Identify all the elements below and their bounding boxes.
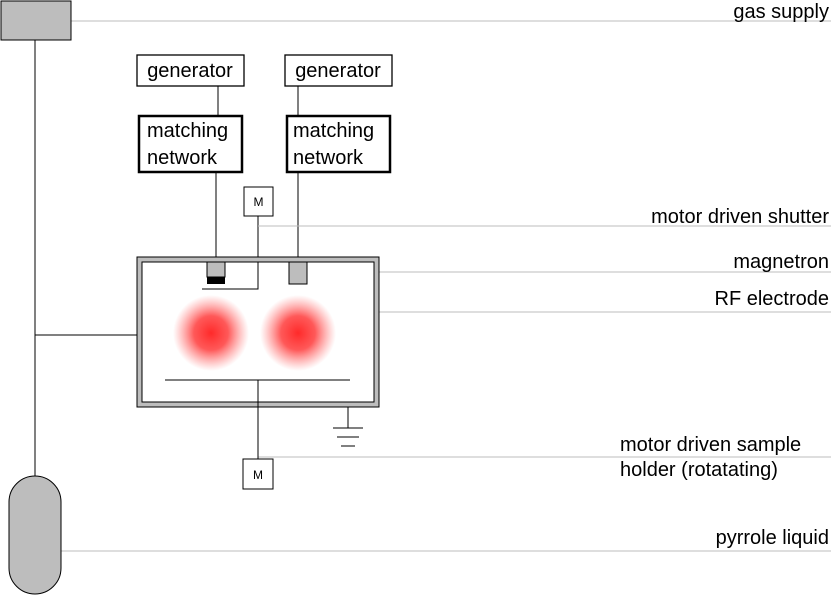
sample-motor-box [242, 458, 274, 490]
matching-left-line1: matching [147, 120, 228, 142]
magnetron-label: magnetron [733, 251, 829, 273]
matching-network-left-box [137, 114, 244, 174]
sample-holder-label-line2: holder (rotatating) [620, 459, 778, 481]
generator-left-label: generator [147, 60, 233, 82]
sample-holder-label-line1: motor driven sample [620, 434, 801, 456]
matching-left-line2: network [147, 147, 218, 169]
shutter-motor-box [243, 186, 274, 217]
gas-supply-label: gas supply [733, 1, 829, 23]
matching-network-right-box [285, 114, 392, 174]
sample-motor-label: M [253, 468, 263, 482]
shutter-arm [202, 262, 259, 290]
rf-electrode-label: RF electrode [715, 288, 830, 310]
generator-left-box [136, 54, 245, 87]
matching-right-line2: network [293, 147, 364, 169]
shutter-motor-label: M [254, 195, 264, 209]
rf-electrode-block [288, 261, 308, 285]
matching-right-line1: matching [293, 120, 374, 142]
pyrrole-container [8, 475, 62, 595]
plasma-glow-left [173, 295, 249, 371]
generator-right-box [284, 54, 393, 87]
generator-right-label: generator [295, 60, 381, 82]
gas-supply-box [0, 0, 72, 41]
shutter-label: motor driven shutter [651, 206, 829, 228]
magnetron-target [207, 277, 225, 284]
pyrrole-label: pyrrole liquid [716, 527, 829, 549]
magnetron-block [206, 261, 226, 278]
plasma-glow-right [260, 295, 336, 371]
